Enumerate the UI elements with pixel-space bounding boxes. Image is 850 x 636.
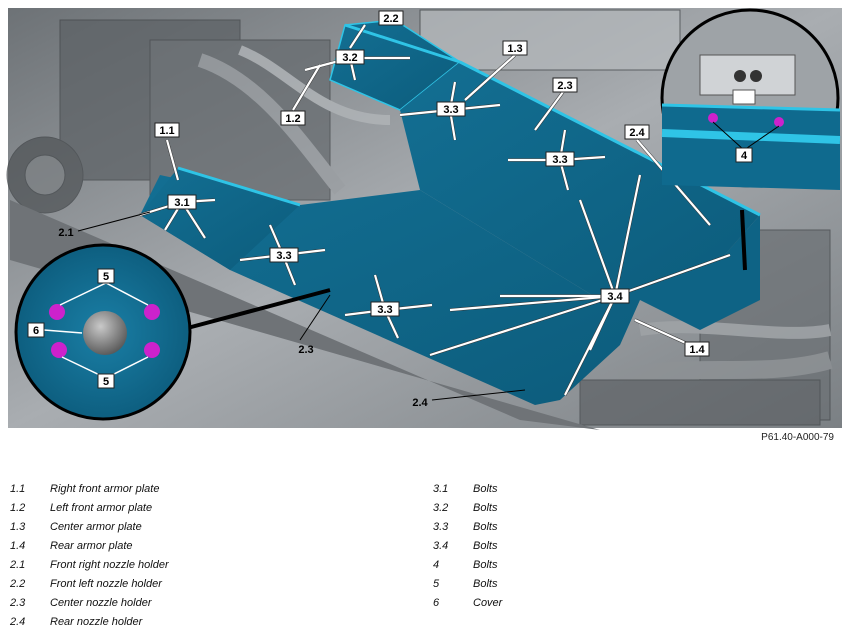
callout-6: 6 <box>27 322 45 338</box>
legend-item-text: Left front armor plate <box>50 502 153 514</box>
plate-edge-highlight-rear <box>459 60 761 217</box>
armor-plate-diagram: 2.2 3.2 1.3 2.3 3.3 1.2 1.1 2.4 3.3 3.1 … <box>6 8 842 430</box>
callout-3-1: 3.1 <box>167 194 197 210</box>
callout-2-4-bottom: 2.4 <box>412 397 428 409</box>
callout-3-3-a: 3.3 <box>436 101 466 117</box>
svg-text:1.2: 1.2 <box>285 113 300 125</box>
svg-text:3.4: 3.4 <box>607 291 623 303</box>
legend-item-number: 1.3 <box>10 521 26 533</box>
legend-item-text: Front right nozzle holder <box>50 559 169 571</box>
plate-edge-highlight-left <box>344 23 461 64</box>
svg-text:3.1: 3.1 <box>174 197 189 209</box>
armor-plates <box>140 19 761 405</box>
callout-2-3-bottom: 2.3 <box>298 344 313 356</box>
legend-item-number: 2.1 <box>10 559 26 571</box>
legend-item-text: Bolts <box>473 521 498 533</box>
legend-item-number: 2.3 <box>10 597 26 609</box>
legend-item-number: 2.2 <box>10 578 26 590</box>
callout-3-4: 3.4 <box>600 288 630 304</box>
callout-5-top: 5 <box>97 268 115 284</box>
plate-1-3 <box>400 62 760 300</box>
legend-item-text: Bolts <box>473 540 498 552</box>
svg-text:4: 4 <box>741 150 748 162</box>
bolt-4-b <box>774 117 784 127</box>
callout-1-1: 1.1 <box>154 122 180 138</box>
legend-item-number: 6 <box>433 597 440 609</box>
legend-item-number: 5 <box>433 578 440 590</box>
svg-text:1.1: 1.1 <box>159 125 174 137</box>
callout-2-1: 2.1 <box>58 227 73 239</box>
legend-item-text: Bolts <box>473 483 498 495</box>
legend-item-text: Bolts <box>473 578 498 590</box>
bolt-5-c <box>51 342 67 358</box>
legend-item-text: Rear nozzle holder <box>50 616 143 628</box>
svg-text:5: 5 <box>103 271 109 283</box>
legend-item-text: Front left nozzle holder <box>50 578 162 590</box>
legend-item-text: Rear armor plate <box>50 540 133 552</box>
legend-item-number: 2.4 <box>10 616 26 628</box>
svg-text:2.4: 2.4 <box>629 127 645 139</box>
callout-2-2: 2.2 <box>378 10 404 26</box>
svg-text:1.4: 1.4 <box>689 344 705 356</box>
callout-1-3: 1.3 <box>502 40 528 56</box>
callout-5-bottom: 5 <box>97 373 115 389</box>
legend-item-text: Center nozzle holder <box>50 597 152 609</box>
legend-item-text: Cover <box>473 597 503 609</box>
callout-4: 4 <box>735 147 753 163</box>
callout-1-2: 1.2 <box>280 110 306 126</box>
callout-2-3-top: 2.3 <box>552 77 578 93</box>
svg-text:2.2: 2.2 <box>383 13 398 25</box>
legend-item-number: 3.4 <box>433 540 449 552</box>
bolt-4-a <box>708 113 718 123</box>
callout-3-2: 3.2 <box>335 49 365 65</box>
legend-item-number: 3.2 <box>433 502 449 514</box>
svg-text:3.3: 3.3 <box>276 250 291 262</box>
legend-item-text: Bolts <box>473 502 498 514</box>
legend-item-text: Bolts <box>473 559 498 571</box>
cover-cap <box>83 311 127 355</box>
plate-edge-highlight <box>177 166 301 207</box>
svg-text:3.2: 3.2 <box>342 52 357 64</box>
figure-id: P61.40-A000-79 <box>761 432 834 443</box>
legend-item-text: Center armor plate <box>50 521 142 533</box>
legend-item-number: 1.1 <box>10 483 26 495</box>
legend-item-number: 1.2 <box>10 502 26 514</box>
legend-item-number: 1.4 <box>10 540 26 552</box>
svg-text:6: 6 <box>33 325 39 337</box>
legend-item-number: 3.1 <box>433 483 449 495</box>
callout-3-3-d: 3.3 <box>370 301 400 317</box>
legend-item-number: 3.3 <box>433 521 449 533</box>
svg-text:2.3: 2.3 <box>557 80 572 92</box>
callout-1-4: 1.4 <box>684 341 710 357</box>
svg-text:2.1: 2.1 <box>58 227 73 239</box>
detail-view-cover <box>14 243 331 421</box>
svg-text:2.3: 2.3 <box>298 344 313 356</box>
legend-item-text: Right front armor plate <box>50 483 160 495</box>
svg-text:2.4: 2.4 <box>412 397 428 409</box>
plate-1-4 <box>600 215 760 330</box>
svg-text:3.3: 3.3 <box>552 154 567 166</box>
callout-3-3-b: 3.3 <box>545 151 575 167</box>
legend-item-number: 4 <box>433 559 440 571</box>
callout-2-4-top: 2.4 <box>624 124 650 140</box>
svg-text:3.3: 3.3 <box>377 304 392 316</box>
bolt-5-b <box>144 304 160 320</box>
bolt-5-a <box>49 304 65 320</box>
bolt-5-d <box>144 342 160 358</box>
svg-text:1.3: 1.3 <box>507 43 522 55</box>
svg-text:5: 5 <box>103 376 109 388</box>
callout-3-3-c: 3.3 <box>269 247 299 263</box>
svg-text:3.3: 3.3 <box>443 104 458 116</box>
